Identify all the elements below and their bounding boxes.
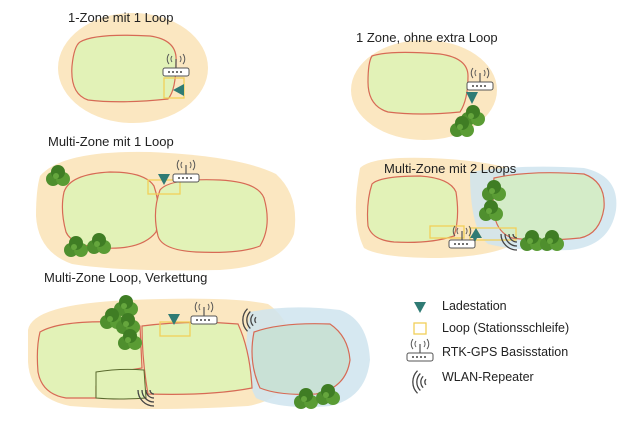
scenario-multi-zone-loop-chaining	[28, 295, 370, 409]
scenario-title: Multi-Zone mit 1 Loop	[48, 134, 174, 149]
scenario-title: Multi-Zone Loop, Verkettung	[44, 270, 208, 285]
charging-station-icon	[466, 92, 478, 104]
legend-label-loop: Loop (Stationsschleife)	[442, 321, 570, 335]
lawn-zone-right	[251, 323, 351, 395]
lawn-zone-right	[154, 179, 268, 253]
lawn-zone-lower	[95, 368, 147, 400]
scenario-multi-zone-2-loops	[355, 157, 617, 258]
legend-label-wlan-repeater: WLAN-Repeater	[442, 370, 534, 384]
charging-station-icon	[173, 84, 184, 96]
scenario-title: 1-Zone mit 1 Loop	[68, 10, 174, 25]
legend-label-charging-station: Ladestation	[442, 299, 507, 313]
charging-station-icon	[158, 174, 170, 185]
loop-icon	[413, 322, 427, 335]
scenario-multi-zone-1-loop	[36, 151, 296, 271]
scenario-title: 1 Zone, ohne extra Loop	[356, 30, 498, 45]
lawn-zone-left	[366, 175, 459, 243]
wlan-repeater-icon	[405, 370, 430, 394]
rtk-gps-base-icon	[406, 338, 434, 362]
legend	[405, 302, 434, 394]
lawn-zone	[367, 51, 469, 115]
lawn-zone-left	[61, 171, 160, 249]
charging-station-icon	[168, 314, 180, 325]
legend-label-rtk-gps: RTK-GPS Basisstation	[442, 345, 569, 359]
scenario-1-zone-no-loop	[351, 40, 497, 140]
loop-icon	[429, 225, 465, 239]
lawn-zone	[71, 34, 177, 103]
charging-station-icon	[470, 228, 482, 242]
scenario-title: Multi-Zone mit 2 Loops	[384, 161, 517, 176]
charging-station-icon	[414, 302, 426, 313]
lawn-zone-center	[141, 321, 253, 395]
scenario-1-zone-1-loop	[58, 13, 208, 123]
lawn-zone-right	[492, 172, 605, 241]
